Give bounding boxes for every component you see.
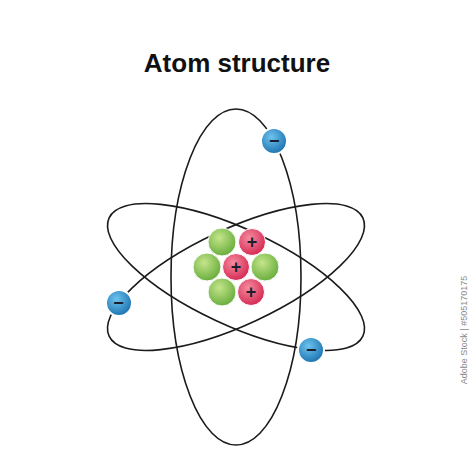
electron-particle: − — [297, 336, 325, 364]
charge-sign: + — [222, 253, 250, 281]
neutron — [208, 228, 236, 256]
orbit — [89, 174, 383, 379]
particle-fill — [238, 279, 265, 306]
charge-sign: − — [297, 336, 325, 364]
particle-fill — [223, 254, 250, 281]
charge-sign: + — [238, 228, 266, 256]
particle-fill — [298, 337, 324, 363]
neutron — [251, 253, 279, 281]
proton-particle: + — [237, 278, 265, 306]
watermark: Adobe Stock | #505170175 — [459, 276, 469, 384]
orbit — [89, 174, 383, 379]
electron-orbits — [89, 109, 383, 445]
electron-particle: − — [105, 289, 133, 317]
electron-particle: − — [260, 127, 288, 155]
particle-fill — [261, 128, 287, 154]
neutron — [193, 253, 221, 281]
charge-sign: − — [260, 127, 288, 155]
particle-fill — [106, 290, 132, 316]
charge-sign: + — [237, 278, 265, 306]
charge-sign: − — [105, 289, 133, 317]
neutron — [208, 278, 236, 306]
neutrons — [193, 228, 279, 306]
particle-fill — [239, 229, 266, 256]
orbit — [171, 109, 301, 445]
diagram-title: Atom structure — [0, 48, 474, 79]
proton-particle: + — [222, 253, 250, 281]
proton-particle: + — [238, 228, 266, 256]
